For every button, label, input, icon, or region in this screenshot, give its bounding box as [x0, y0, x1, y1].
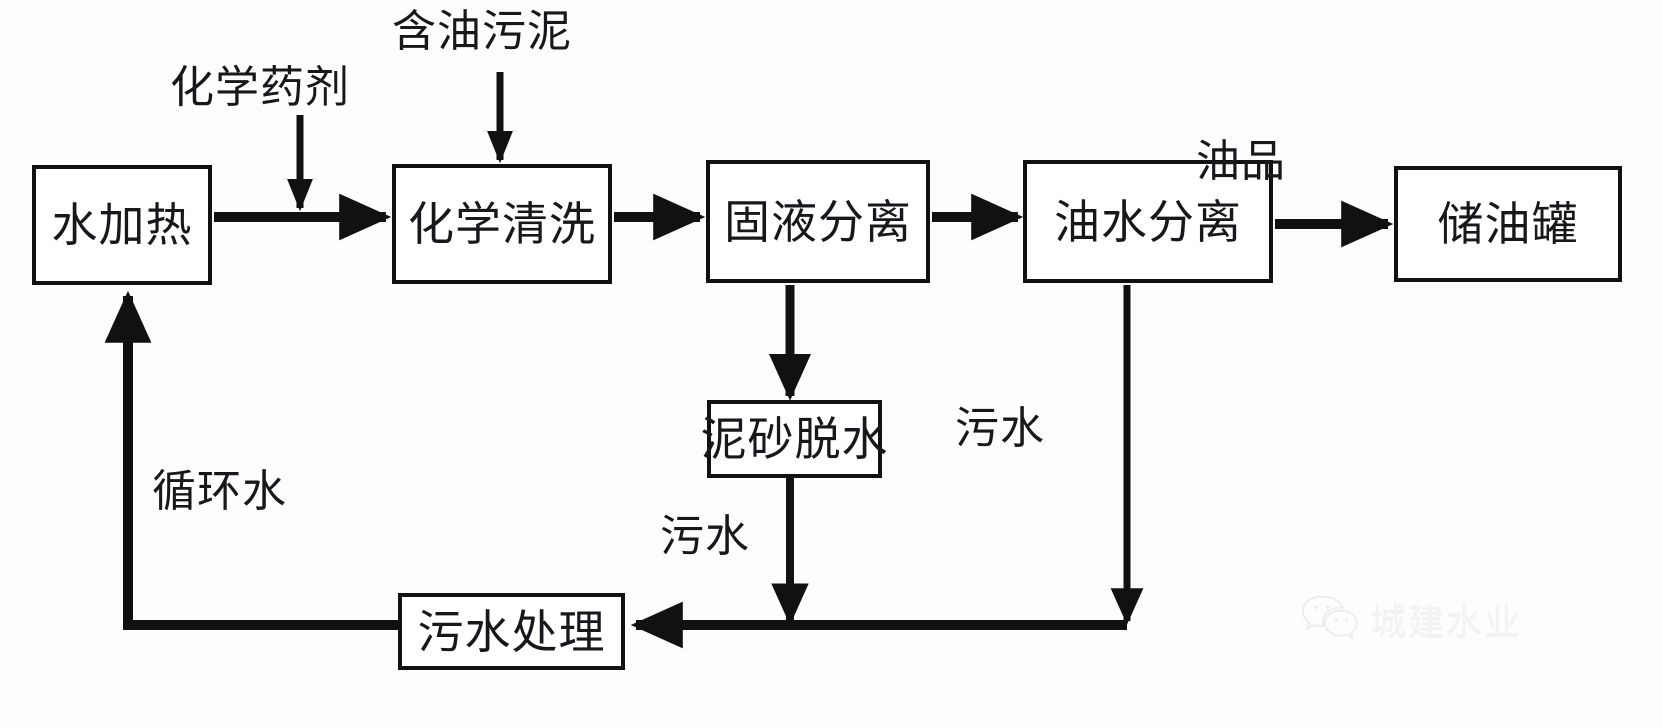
node-label: 固液分离 — [724, 194, 912, 249]
node-label: 水加热 — [51, 198, 193, 252]
node-label: 泥砂脱水 — [700, 412, 889, 466]
edge-recycled-water-return — [104, 290, 398, 630]
edge-label-oily-sludge: 含油污泥 — [392, 6, 572, 57]
edge-label-sewage-from-sand-dewatering: 污水 — [660, 511, 750, 562]
watermark-text: 城建水业 — [1370, 602, 1523, 643]
watermark: 城建水业 — [1300, 592, 1522, 646]
node-water-heating[interactable]: 水加热 — [32, 165, 212, 285]
node-label: 储油罐 — [1437, 197, 1579, 251]
node-sand-dewatering[interactable]: 泥砂脱水 — [701, 400, 888, 478]
edge-label-sewage-from-oil-water-sep: 污水 — [955, 403, 1045, 454]
node-solid-liquid-separation[interactable]: 固液分离 — [706, 160, 930, 283]
node-oil-water-separation[interactable]: 油水分离 — [1023, 160, 1273, 283]
edge-label-oil-product: 油品 — [1196, 136, 1286, 187]
node-label: 污水处理 — [417, 604, 606, 659]
edge-label-recycled-water: 循环水 — [152, 466, 287, 517]
node-oil-storage-tank[interactable]: 储油罐 — [1394, 166, 1622, 282]
node-label: 油水分离 — [1054, 194, 1242, 249]
edge-label-chemical-agent: 化学药剂 — [170, 62, 350, 113]
node-wastewater-treatment[interactable]: 污水处理 — [398, 593, 625, 670]
node-label: 化学清洗 — [408, 197, 596, 251]
wechat-icon — [1300, 592, 1360, 646]
node-chemical-cleaning[interactable]: 化学清洗 — [392, 164, 612, 284]
